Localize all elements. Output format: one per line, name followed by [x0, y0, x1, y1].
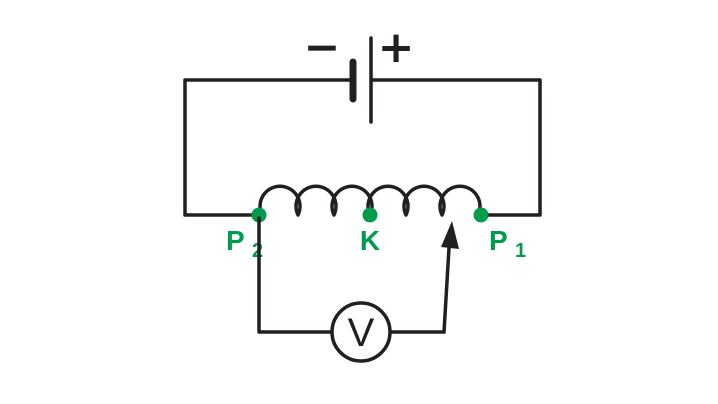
wiper-arrow-stem	[442, 246, 451, 334]
battery-positive-sign: +	[378, 22, 415, 73]
battery-symbol: − +	[304, 22, 415, 124]
label-p1-base: P	[489, 225, 507, 256]
label-p2-base: P	[226, 225, 244, 256]
wire-top-right	[370, 78, 542, 217]
label-p1-subscript: 1	[515, 240, 526, 262]
wire-top-left	[183, 78, 354, 217]
voltmeter: V	[330, 301, 392, 363]
voltmeter-label: V	[348, 311, 375, 355]
terminal-dot-p1	[473, 207, 489, 223]
wiper-arrowhead-icon	[441, 221, 459, 249]
label-p1: P 1	[489, 225, 526, 262]
battery-negative-sign: −	[304, 22, 341, 73]
label-k: K	[360, 225, 380, 256]
wire-voltmeter-left	[257, 216, 334, 334]
voltmeter-circle	[330, 301, 392, 363]
terminal-dot-k	[362, 207, 378, 223]
terminal-dot-p2	[251, 207, 267, 223]
wiper-arrow	[441, 221, 459, 334]
